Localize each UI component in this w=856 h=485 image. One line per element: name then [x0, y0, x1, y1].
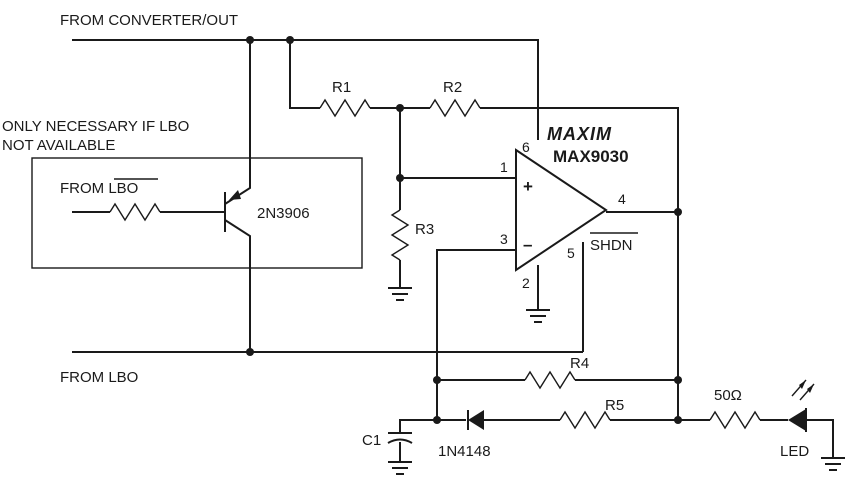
pin1-number: 1 [500, 159, 508, 175]
label-50-ohm: 50Ω [714, 387, 742, 404]
pin3-number: 3 [500, 231, 508, 247]
label-r4: R4 [570, 355, 589, 372]
wire-pin3 [436, 249, 516, 420]
label-from-lbo-bar: FROM LBO [60, 180, 138, 197]
pin2-number: 2 [522, 275, 530, 291]
label-c1: C1 [362, 432, 381, 449]
junction-node [674, 208, 682, 216]
capacitor-c1 [387, 432, 413, 444]
label-transistor: 2N3906 [257, 205, 310, 222]
resistor-50-ohm [709, 410, 761, 430]
resistor-base [109, 202, 161, 222]
wire-c1-top [399, 419, 437, 433]
note-line1: ONLY NECESSARY IF LBO [2, 118, 189, 135]
pin6-number: 6 [522, 139, 530, 155]
label-r2: R2 [443, 79, 462, 96]
ground-symbol [388, 287, 412, 301]
label-ic-part: MAX9030 [553, 147, 629, 166]
comparator-triangle [515, 148, 608, 272]
label-plus: + [523, 177, 533, 196]
optional-circuit-box [31, 157, 363, 269]
resistor-r5 [559, 410, 611, 430]
diode-1n4148 [467, 410, 484, 430]
label-from-lbo: FROM LBO [60, 369, 138, 386]
resistor-r4 [524, 370, 576, 390]
wire-top-rail [72, 39, 539, 140]
led-diode [788, 379, 815, 432]
label-diode: 1N4148 [438, 443, 491, 460]
pin5-number: 5 [567, 245, 575, 261]
label-minus: – [523, 235, 532, 254]
wire-divider-top [289, 40, 320, 109]
label-shdn: SHDN [590, 237, 633, 254]
label-led: LED [780, 443, 809, 460]
pnp-transistor [224, 40, 251, 352]
ground-symbol [526, 309, 550, 323]
label-r3: R3 [415, 221, 434, 238]
ground-symbol [821, 457, 845, 471]
pin4-number: 4 [618, 191, 626, 207]
resistor-r2 [429, 98, 481, 118]
ground-symbol [388, 461, 412, 475]
label-from-converter: FROM CONVERTER/OUT [60, 12, 238, 29]
resistor-r1 [319, 98, 371, 118]
maxim-logo: MAXIM [547, 124, 612, 144]
note-line2: NOT AVAILABLE [2, 137, 115, 154]
junction-node [674, 376, 682, 384]
label-r1: R1 [332, 79, 351, 96]
resistor-r3 [390, 209, 410, 261]
wire-r2-output [480, 107, 679, 420]
label-r5: R5 [605, 397, 624, 414]
wire-led-ground [806, 419, 834, 458]
